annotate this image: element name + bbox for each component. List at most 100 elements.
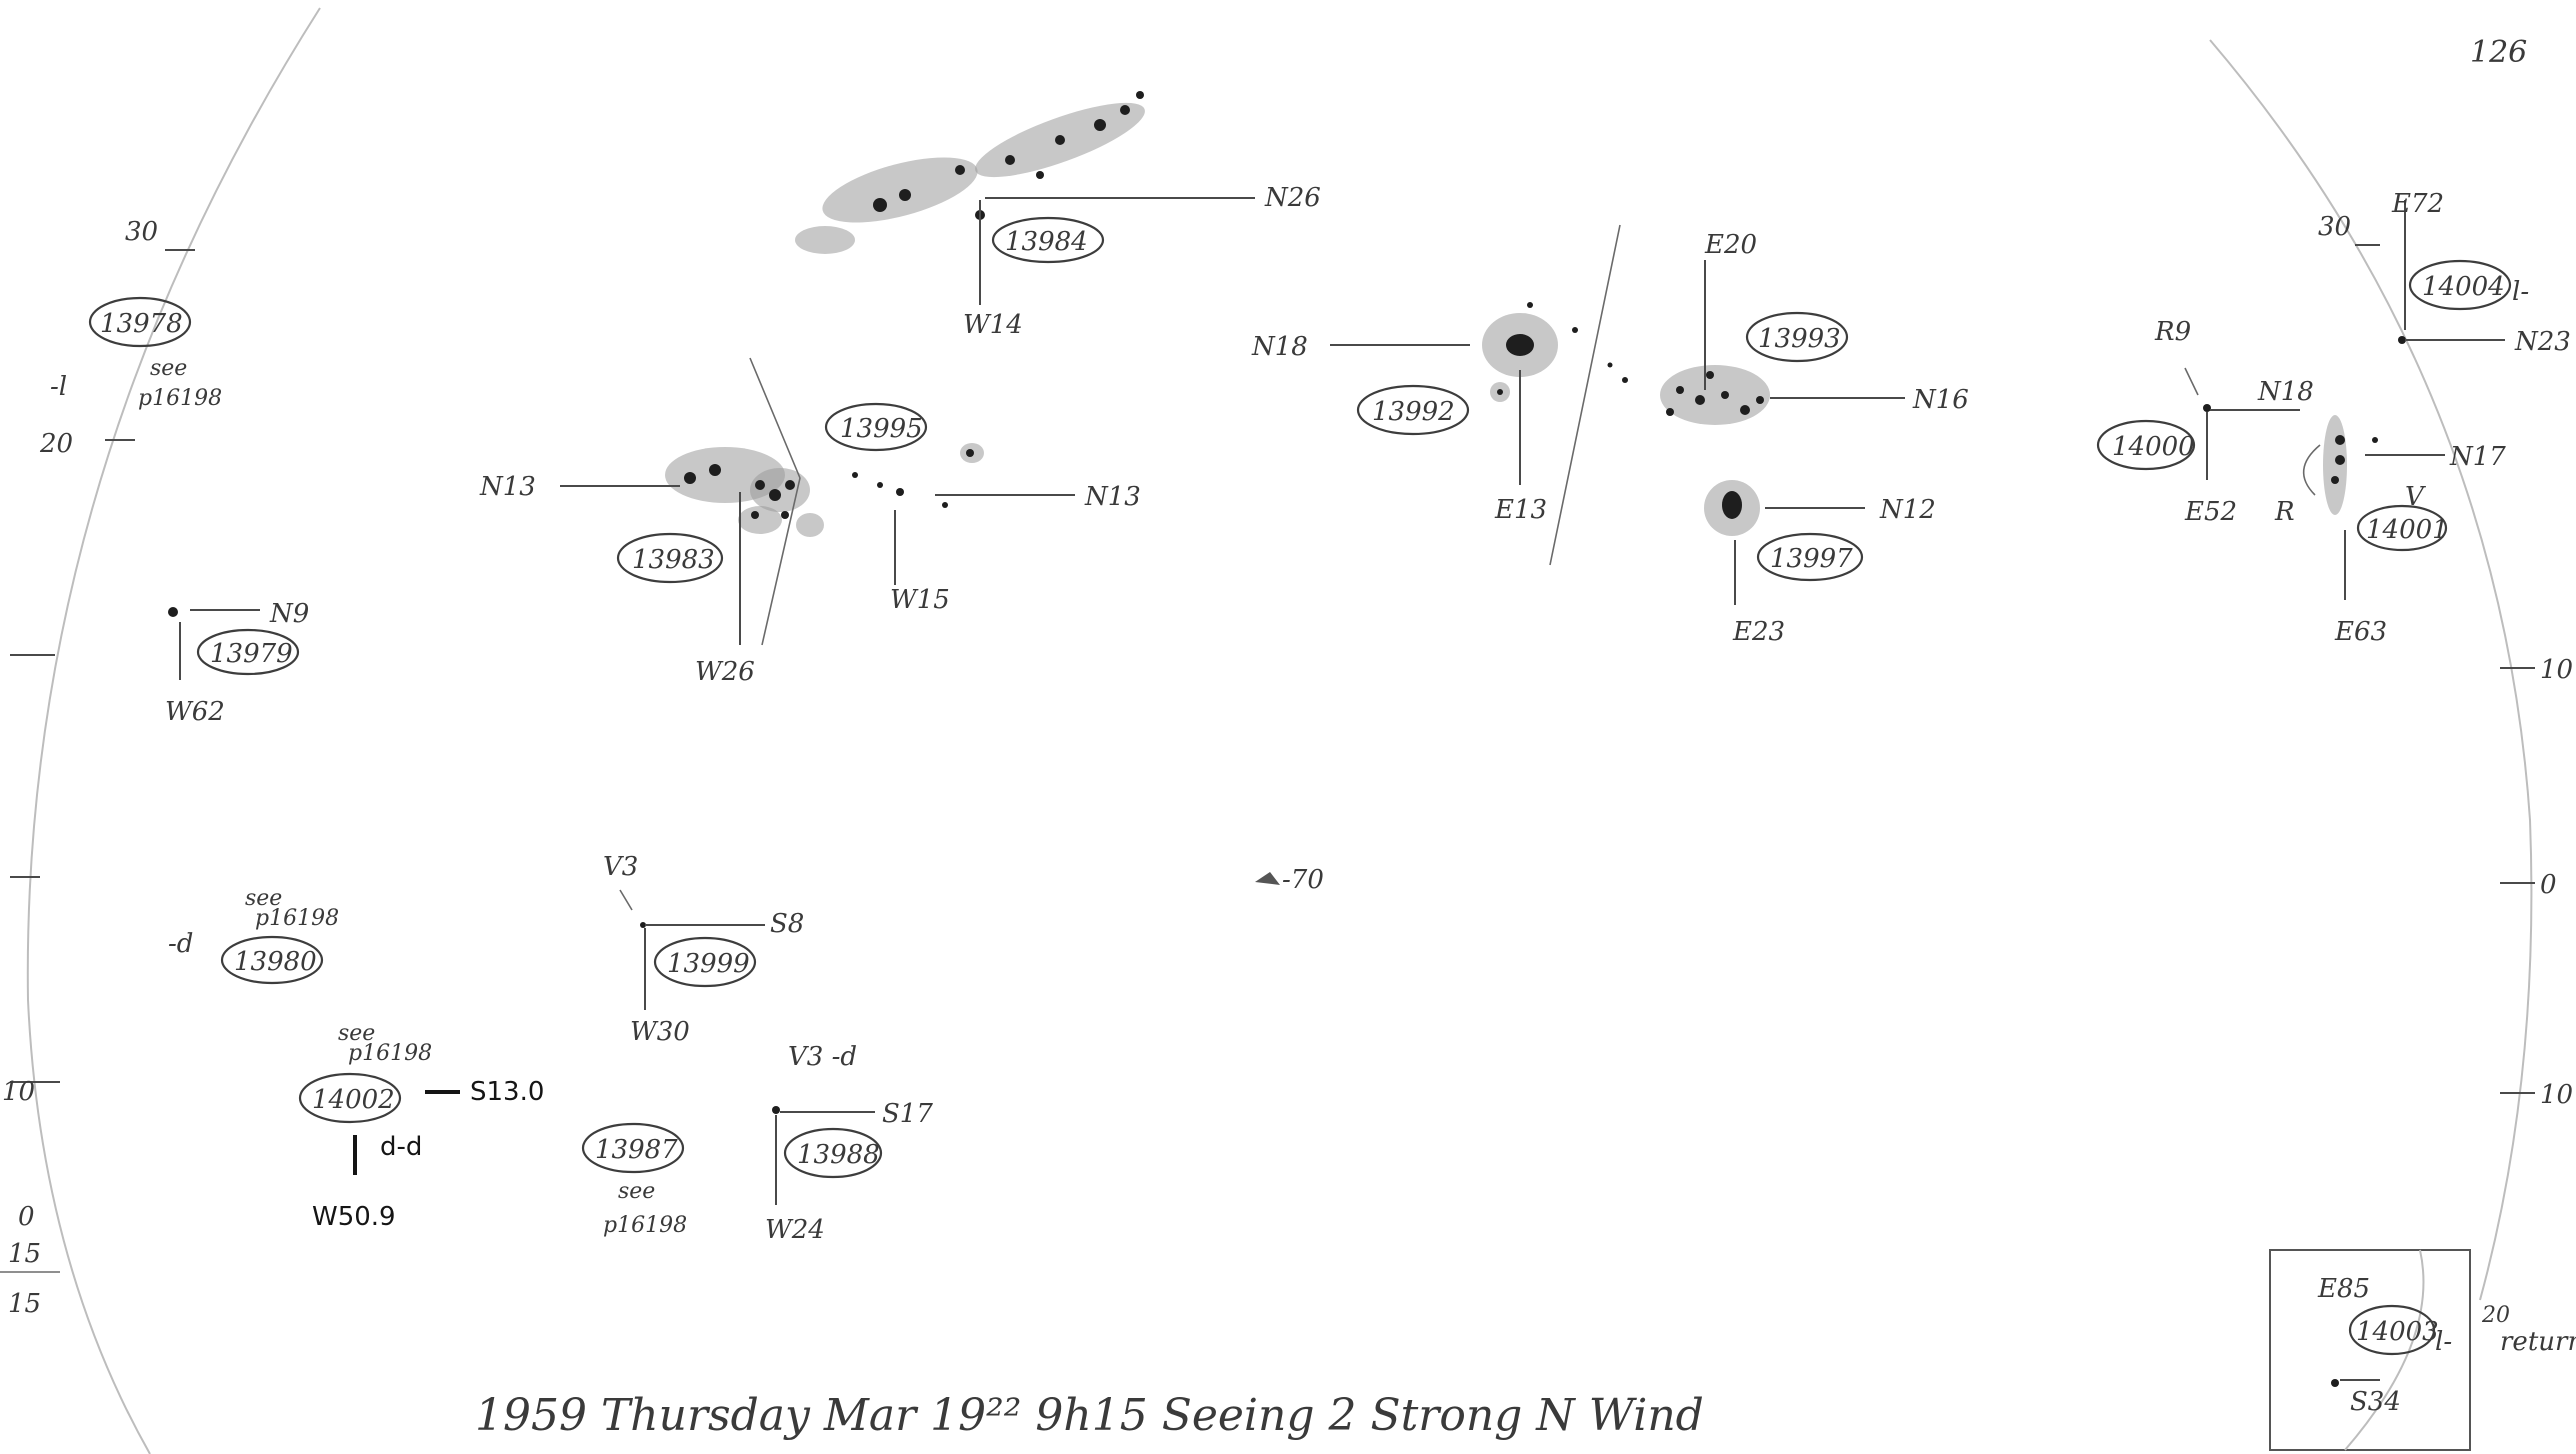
group-id-14003: 14003 [2356, 1317, 2439, 1347]
lon-13995: W15 [890, 585, 950, 615]
tick-right-2: 0 [2540, 870, 2557, 900]
lat-13999: S8 [770, 909, 804, 939]
lon-14000: E52 [2184, 497, 2237, 527]
margin-note-right: return 139 [2500, 1327, 2576, 1357]
group-id-13995: 13995 [840, 414, 923, 444]
group-id-13983: 13983 [632, 545, 715, 575]
spot-group-13978: 30 13978 -l see p16198 20 [39, 217, 222, 459]
note-13978-l: -l [50, 372, 67, 402]
note-13980-see: see [245, 886, 282, 911]
tick-13978-bot: 20 [39, 429, 73, 459]
note-13987-ref: p16198 [603, 1213, 687, 1238]
spot-group-13979: 13979 N9 W62 [165, 599, 309, 727]
inset-box-14003: 14003 S34 E85 l- 20 [2269, 1249, 2510, 1451]
spot-group-13983: 13983 N13 W26 [479, 357, 824, 687]
note-14002-dd: d-d [380, 1132, 422, 1162]
lat-13979: N9 [269, 599, 309, 629]
lon-13988: W24 [765, 1215, 825, 1245]
spot-group-14000: 14000 N18 E52 R9 [2096, 317, 2314, 527]
lon-13984: W14 [963, 310, 1023, 340]
center-mark: -70 [1255, 865, 1324, 895]
group-id-13980: 13980 [234, 947, 317, 977]
lon-14004: E72 [2391, 189, 2444, 219]
note-14002-see: see [338, 1021, 375, 1046]
mark-14001: V [2405, 482, 2426, 512]
lon-13993: E20 [1704, 230, 1757, 260]
group-id-13992: 13992 [1372, 397, 1455, 427]
tick-left-3: 15 [8, 1239, 41, 1269]
group-id-13987: 13987 [595, 1135, 678, 1165]
lon-13983: W26 [695, 657, 755, 687]
spot-group-13987: 13987 see p16198 [581, 1122, 687, 1238]
note-14002-ref: p16198 [348, 1041, 432, 1066]
note-13978-see: see [150, 356, 187, 381]
lat-13992: N18 [1251, 332, 1308, 362]
observation-caption: 1959 Thursday Mar 19²² 9h15 Seeing 2 Str… [475, 1390, 1704, 1441]
group-id-13978: 13978 [100, 309, 183, 339]
lat-14003: S34 [2350, 1387, 2401, 1417]
group-id-13999: 13999 [667, 949, 750, 979]
note-13980-d: -d [168, 929, 193, 959]
note-13988: V3 -d [788, 1042, 857, 1072]
lat-14002: S13.0 [470, 1077, 544, 1107]
tick-right-1: 10 [2540, 655, 2573, 685]
lat-13983: N13 [479, 472, 536, 502]
spot-group-13988: 13988 S17 W24 V3 -d [765, 1042, 933, 1245]
spot-group-14004: 14004 N23 E72 30 l- [2318, 189, 2571, 357]
spot-group-14002: 14002 S13.0 W50.9 see p16198 d-d [298, 1021, 544, 1232]
tick-left-2: 0 [18, 1202, 35, 1232]
note-13999: V3 [603, 852, 638, 882]
limb-left [26, 7, 321, 1454]
lat-14001: N17 [2449, 442, 2506, 472]
lon-14003: E85 [2317, 1274, 2370, 1304]
lon-14002: W50.9 [312, 1202, 396, 1232]
lon-13999: W30 [630, 1017, 690, 1047]
tick-13978-top: 30 [125, 217, 158, 247]
lat-14004: N23 [2514, 327, 2571, 357]
limb-ticks: 10 0 10 10 0 15 15 [0, 654, 2573, 1319]
group-id-13997: 13997 [1770, 544, 1853, 574]
group-id-14002: 14002 [312, 1085, 395, 1115]
tick-right-3: 10 [2540, 1080, 2573, 1110]
spot-group-13995: 13995 N13 W15 [824, 402, 1141, 615]
group-id-13979: 13979 [210, 639, 293, 669]
lon-13979: W62 [165, 697, 225, 727]
group-id-14004: 14004 [2422, 272, 2505, 302]
spot-group-13992: 13992 N18 E13 [1251, 224, 1621, 566]
tick-left-1: 10 [2, 1077, 35, 1107]
tick-left-4: 15 [8, 1289, 41, 1319]
spot-group-14001: 14001 N17 E63 R V [2274, 415, 2506, 647]
lat-13984: N26 [1264, 183, 1321, 213]
center-mark-label: -70 [1282, 865, 1324, 895]
note-14003: l- [2435, 1327, 2452, 1357]
spot-group-13984: 13984 N26 W14 [795, 91, 1321, 340]
note-13978-ref: p16198 [138, 386, 222, 411]
note-14000: R9 [2154, 317, 2191, 347]
lat-13997: N12 [1879, 495, 1936, 525]
spot-group-13993: 13993 N16 E20 [1607, 230, 1969, 425]
note-14001: R [2274, 497, 2295, 527]
group-id-13993: 13993 [1758, 324, 1841, 354]
lon-13997: E23 [1732, 617, 1785, 647]
lat-14000: N18 [2257, 377, 2314, 407]
page-number: 126 [2470, 35, 2527, 70]
group-id-14001: 14001 [2366, 515, 2449, 545]
group-id-13984: 13984 [1005, 227, 1088, 257]
note-13980-ref: p16198 [255, 906, 339, 931]
note-14004: l- [2512, 277, 2529, 307]
note-13987-see: see [618, 1179, 655, 1204]
lat-13993: N16 [1912, 385, 1969, 415]
spot-group-13980: 13980 -d see p16198 [168, 886, 339, 985]
limb-right [2209, 39, 2533, 1301]
spot-group-13997: 13997 N12 E23 [1704, 480, 1936, 647]
tick-14003: 20 [2481, 1303, 2510, 1328]
group-id-13988: 13988 [797, 1140, 880, 1170]
lon-13992: E13 [1494, 495, 1547, 525]
group-id-14000: 14000 [2112, 432, 2195, 462]
lon-14001: E63 [2334, 617, 2387, 647]
spot-group-13999: 13999 S8 W30 V3 [603, 852, 804, 1047]
lat-13995: N13 [1084, 482, 1141, 512]
tick-14004: 30 [2318, 212, 2351, 242]
